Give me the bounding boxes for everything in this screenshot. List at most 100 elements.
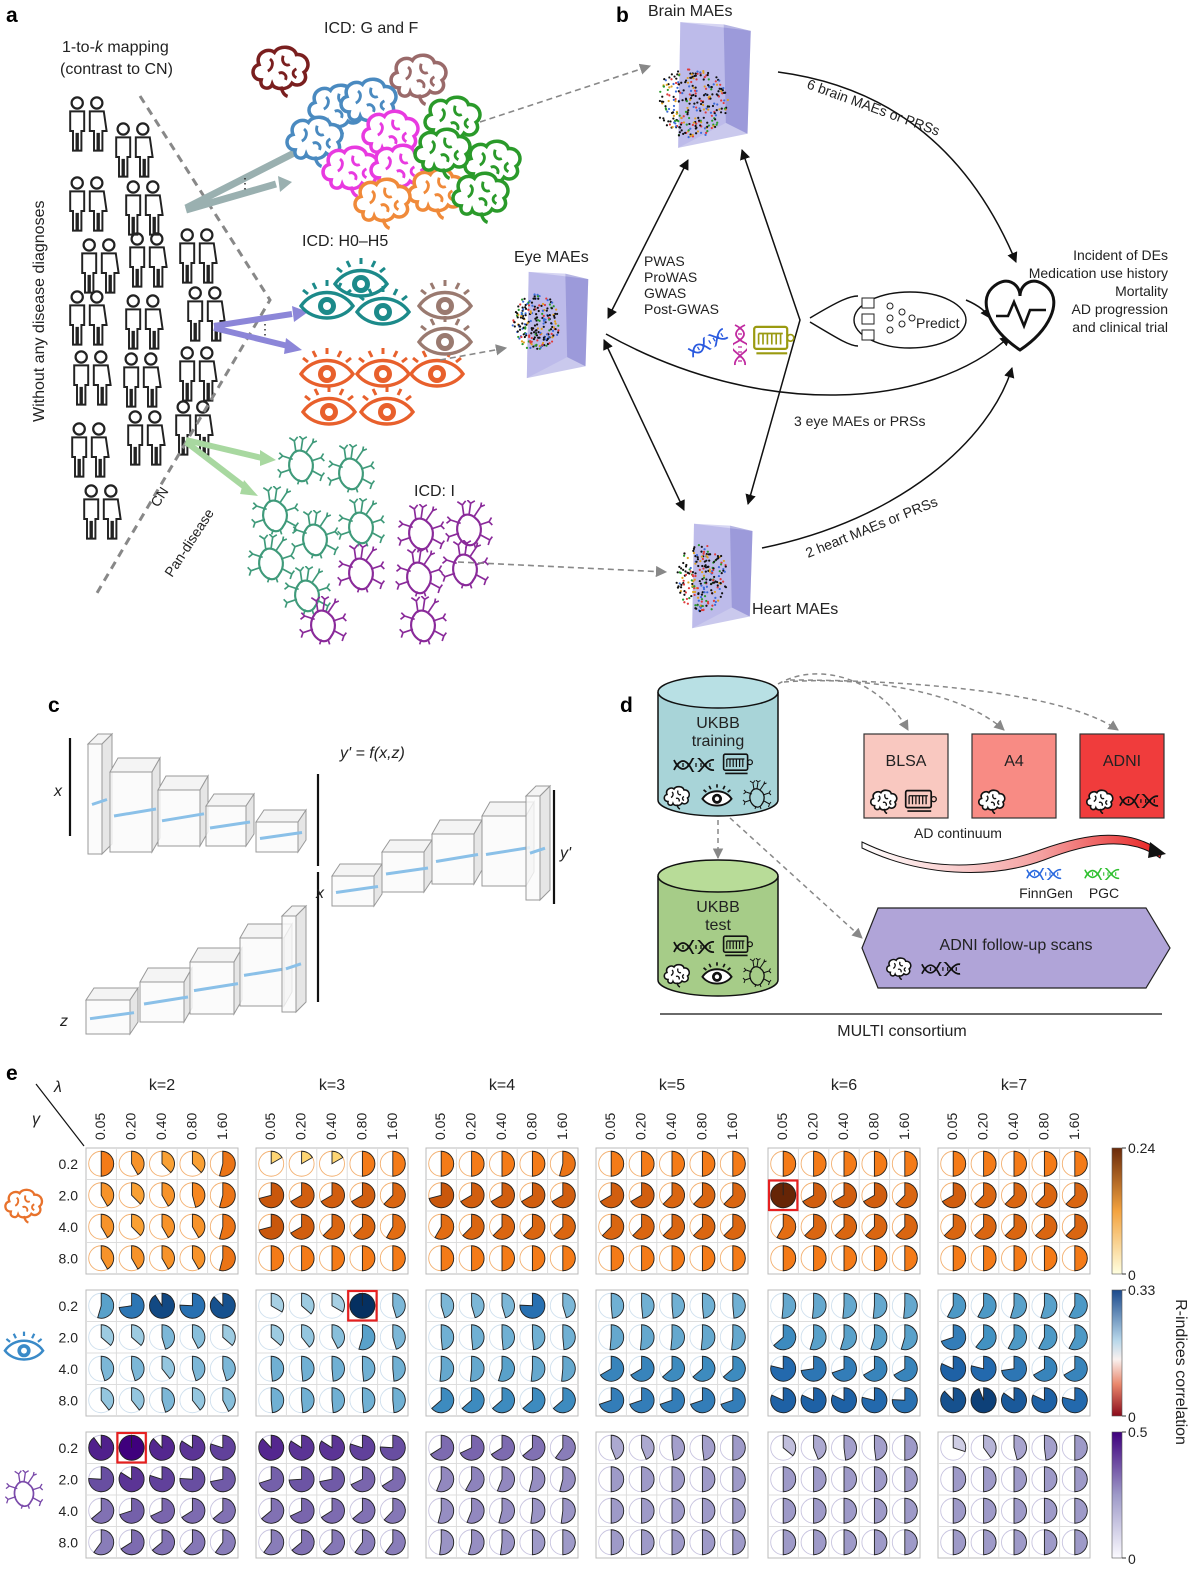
heart-icon bbox=[290, 510, 340, 560]
scatter-point bbox=[694, 92, 697, 95]
scatter-point bbox=[670, 111, 674, 115]
pie-mark bbox=[609, 1324, 625, 1351]
scatter-point bbox=[712, 599, 716, 602]
scatter-point bbox=[547, 336, 550, 339]
scatter-point bbox=[696, 604, 699, 607]
scatter-point bbox=[661, 95, 664, 98]
gamma-tick: 0.2 bbox=[59, 1156, 79, 1172]
heart-icon bbox=[246, 534, 296, 584]
scatter-point bbox=[698, 119, 701, 122]
gamma-tick: 2.0 bbox=[59, 1187, 79, 1203]
scatter-point bbox=[694, 132, 698, 135]
scatter-point bbox=[674, 90, 678, 93]
pie-mark bbox=[290, 1213, 315, 1240]
scatter-point bbox=[681, 92, 684, 95]
scatter-point bbox=[548, 342, 551, 345]
scatter-point bbox=[720, 554, 723, 558]
pie-mark bbox=[1043, 1434, 1058, 1461]
lambda-tick: 0.40 bbox=[323, 1113, 339, 1140]
scatter-point bbox=[713, 590, 717, 594]
pie-mark bbox=[490, 1434, 515, 1461]
scatter-point bbox=[703, 591, 706, 594]
scatter-point bbox=[545, 297, 548, 300]
outcome-item: and clinical trial bbox=[1072, 319, 1168, 335]
scatter-point bbox=[540, 327, 543, 330]
scatter-point bbox=[706, 591, 709, 594]
scatter-point bbox=[518, 337, 521, 340]
pie-mark bbox=[671, 1292, 685, 1319]
scatter-point bbox=[538, 304, 541, 307]
pie-mark bbox=[191, 1355, 206, 1382]
pie-mark bbox=[782, 1497, 797, 1524]
scatter-point bbox=[551, 325, 554, 329]
scatter-point bbox=[671, 125, 674, 129]
pie-mark bbox=[497, 1355, 515, 1382]
scatter-point bbox=[704, 133, 707, 136]
lambda-tick: 1.60 bbox=[896, 1113, 912, 1140]
icd-brain-label: ICD: G and F bbox=[324, 20, 418, 37]
scatter-point bbox=[533, 295, 536, 298]
pie-mark bbox=[439, 1529, 455, 1556]
pie-mark bbox=[530, 1497, 546, 1524]
layer-block bbox=[431, 818, 483, 886]
dashed-arrow-training-a4 bbox=[783, 679, 1005, 731]
scatter-point bbox=[682, 89, 685, 92]
pie-mark bbox=[904, 1529, 918, 1556]
pie-mark bbox=[181, 1497, 206, 1524]
scatter-point bbox=[693, 546, 696, 549]
pie-mark bbox=[891, 1387, 918, 1414]
scatter-point bbox=[536, 306, 539, 309]
pie-mark bbox=[319, 1466, 345, 1493]
pie-mark bbox=[90, 1497, 115, 1524]
scatter-point bbox=[693, 585, 696, 588]
scatter-point bbox=[518, 328, 522, 331]
scatter-point bbox=[694, 555, 697, 558]
heart-icon bbox=[336, 544, 386, 594]
pie-mark bbox=[773, 1324, 797, 1351]
colorbar bbox=[1111, 1147, 1123, 1275]
pie-mark bbox=[331, 1324, 345, 1349]
pie-mark bbox=[813, 1529, 827, 1556]
scatter-point bbox=[681, 99, 684, 102]
pie-mark bbox=[161, 1355, 175, 1380]
scatter-point bbox=[682, 579, 685, 582]
arrow-heart-to-outcome bbox=[761, 366, 1015, 549]
scatter-point bbox=[534, 317, 537, 320]
scatter-point bbox=[535, 329, 538, 332]
eye-icon bbox=[359, 384, 415, 426]
gamma-tick: 8.0 bbox=[59, 1534, 79, 1550]
lambda-tick: 1.60 bbox=[724, 1113, 740, 1140]
scatter-point bbox=[699, 124, 702, 127]
mapping-subtitle: (contrast to CN) bbox=[60, 61, 173, 78]
scatter-point bbox=[697, 599, 700, 602]
scatter-point bbox=[695, 109, 698, 112]
pie-mark bbox=[601, 1213, 625, 1240]
pie-mark bbox=[873, 1245, 888, 1272]
pie-mark bbox=[904, 1150, 918, 1177]
pie-mark bbox=[1074, 1529, 1088, 1556]
icd-eye-label: ICD: H0–H5 bbox=[302, 233, 388, 250]
scatter-point bbox=[710, 608, 713, 611]
pie-mark bbox=[131, 1245, 145, 1270]
scatter-point bbox=[554, 327, 557, 331]
pie-mark bbox=[552, 1387, 576, 1414]
scatter-point bbox=[529, 310, 532, 313]
panel-a-letter: a bbox=[6, 4, 18, 27]
lambda-tick: 0.80 bbox=[693, 1113, 709, 1140]
heart-maes-scatter bbox=[675, 544, 728, 613]
arrow-eye-2-head bbox=[284, 338, 302, 354]
pie-mark bbox=[904, 1434, 918, 1461]
outcome-item: AD progression bbox=[1072, 301, 1169, 317]
pie-mark bbox=[440, 1292, 455, 1319]
person-icon bbox=[69, 176, 108, 232]
scatter-point bbox=[668, 76, 671, 79]
scatter-point bbox=[683, 593, 686, 596]
pie-mark bbox=[670, 1324, 685, 1351]
pie-mark bbox=[301, 1324, 315, 1348]
scatter-point bbox=[686, 76, 689, 80]
pie-mark bbox=[952, 1150, 967, 1177]
scatter-point bbox=[696, 556, 699, 559]
scatter-point bbox=[721, 580, 725, 583]
scatter-point bbox=[520, 335, 523, 339]
pie-mark bbox=[219, 1150, 236, 1177]
